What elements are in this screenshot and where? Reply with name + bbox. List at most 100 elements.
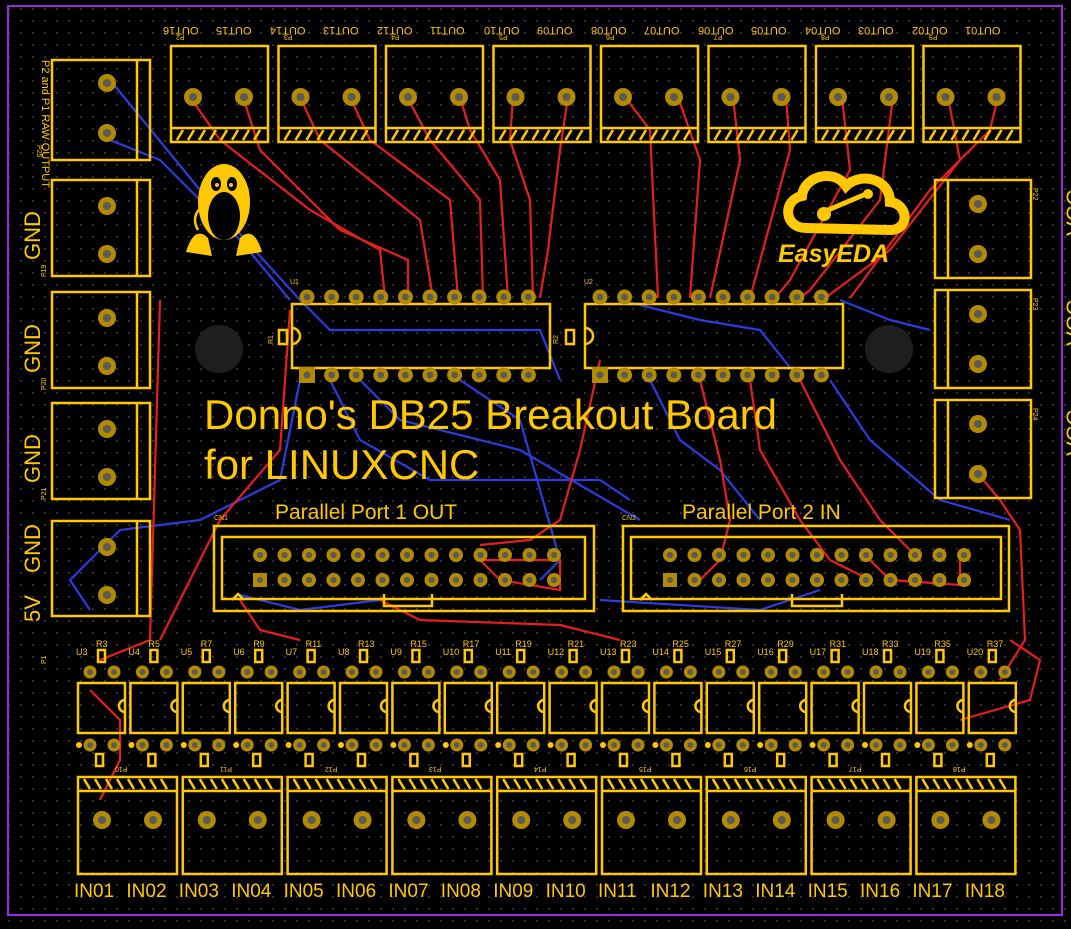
input-label-13: IN13	[702, 881, 743, 902]
terminal-block	[50, 401, 152, 501]
pad-hole	[820, 742, 827, 748]
terminal-hatch	[186, 129, 196, 141]
resistor	[356, 752, 367, 768]
input-label-5: IN05	[283, 881, 324, 902]
pad-hole	[296, 92, 305, 102]
resistor	[515, 648, 526, 664]
power-connector-ref: P23	[1031, 298, 1038, 311]
terminal-hatch	[950, 129, 959, 141]
pad-hole	[715, 742, 722, 748]
pad-hole	[596, 371, 604, 379]
optocoupler-body	[967, 681, 1018, 735]
pad-hole	[373, 669, 379, 675]
resistor-ref: R15	[410, 639, 427, 649]
pad-hole	[328, 371, 335, 379]
terminal-hatch	[564, 129, 573, 141]
pad-hole	[777, 815, 786, 825]
terminal-hatch	[682, 129, 692, 141]
pin1-marker	[442, 742, 449, 748]
terminal-hatch	[230, 129, 240, 141]
terminal-hatch	[932, 778, 941, 790]
pad-hole	[873, 742, 879, 748]
r2-ref: R2	[553, 335, 560, 344]
terminal-block	[933, 398, 1033, 500]
pad-hole	[844, 742, 851, 748]
pad-hole	[789, 576, 796, 584]
input-connector-ref: P13	[429, 765, 442, 772]
input-label-15: IN15	[807, 881, 848, 902]
pad-hole	[992, 92, 1001, 102]
terminal-block	[707, 44, 807, 144]
pad-hole	[354, 576, 362, 584]
terminal-hatch	[711, 778, 720, 790]
board-outline	[7, 5, 1063, 916]
pad-hole	[768, 669, 775, 675]
terminal-hatch	[568, 778, 577, 790]
terminal-hatch	[452, 778, 461, 790]
pad-hole	[305, 551, 313, 559]
terminal-hatch	[412, 129, 422, 141]
optocoupler-notch	[798, 698, 807, 714]
opto-ref: U4	[128, 647, 140, 657]
pad-hole	[768, 742, 775, 748]
terminal-hatch	[231, 778, 240, 790]
resistor	[94, 752, 105, 768]
optocoupler-body	[181, 681, 232, 735]
pad-hole	[202, 815, 211, 825]
terminal-hatch	[660, 129, 670, 141]
output-label-2: OUT02	[911, 24, 947, 36]
opto-ref: U13	[600, 647, 617, 657]
terminal-hatch	[524, 778, 533, 790]
terminal-hatch	[305, 129, 314, 141]
opto-ref: U6	[233, 647, 245, 657]
opto-ref: U3	[76, 647, 88, 657]
resistor	[409, 752, 419, 768]
optocoupler-notch	[170, 698, 178, 714]
optocoupler-notch	[117, 698, 126, 714]
pad-hole	[768, 371, 776, 379]
pad-hole	[305, 576, 313, 584]
pad-hole	[813, 551, 821, 559]
terminal-hatch	[220, 778, 229, 790]
terminal-hatch	[617, 778, 627, 790]
pad-hole	[838, 576, 845, 584]
terminal-hatch	[126, 778, 136, 790]
resistor	[304, 752, 314, 768]
pad-hole	[562, 92, 571, 102]
ic-u1	[290, 302, 552, 370]
terminal-block	[169, 44, 270, 144]
terminal-block	[599, 44, 700, 144]
resistor-ref: R19	[515, 639, 532, 649]
pad-hole	[501, 576, 509, 584]
pad-hole	[882, 815, 891, 825]
terminal-hatch	[219, 129, 229, 141]
pad-hole	[726, 92, 735, 102]
output-label-14: OUT14	[269, 24, 305, 36]
power-connector-ref: P1	[41, 655, 48, 664]
input-label-2: IN02	[126, 881, 167, 902]
output-label-8: OUT08	[590, 24, 626, 36]
terminal-hatch	[972, 129, 981, 141]
pad-hole	[87, 669, 93, 675]
input-label-16: IN16	[860, 881, 901, 902]
optocoupler-notch	[432, 698, 440, 714]
pin1-marker	[338, 742, 344, 748]
terminal-hatch	[175, 129, 185, 141]
optocoupler-body	[443, 681, 494, 735]
terminal-hatch	[860, 778, 869, 790]
pad-hole	[936, 551, 943, 559]
header-cn1	[212, 524, 596, 613]
ic-u2	[583, 302, 845, 370]
terminal-hatch	[722, 778, 731, 790]
resistor	[513, 752, 524, 768]
terminal-hatch	[886, 129, 896, 141]
terminal-block	[384, 44, 485, 144]
terminal-hatch	[316, 129, 325, 141]
pad-hole	[911, 576, 919, 584]
pad-hole	[936, 576, 943, 584]
opto-ref: U15	[704, 647, 722, 657]
pad-hole	[526, 576, 533, 584]
pad-hole	[530, 669, 537, 675]
